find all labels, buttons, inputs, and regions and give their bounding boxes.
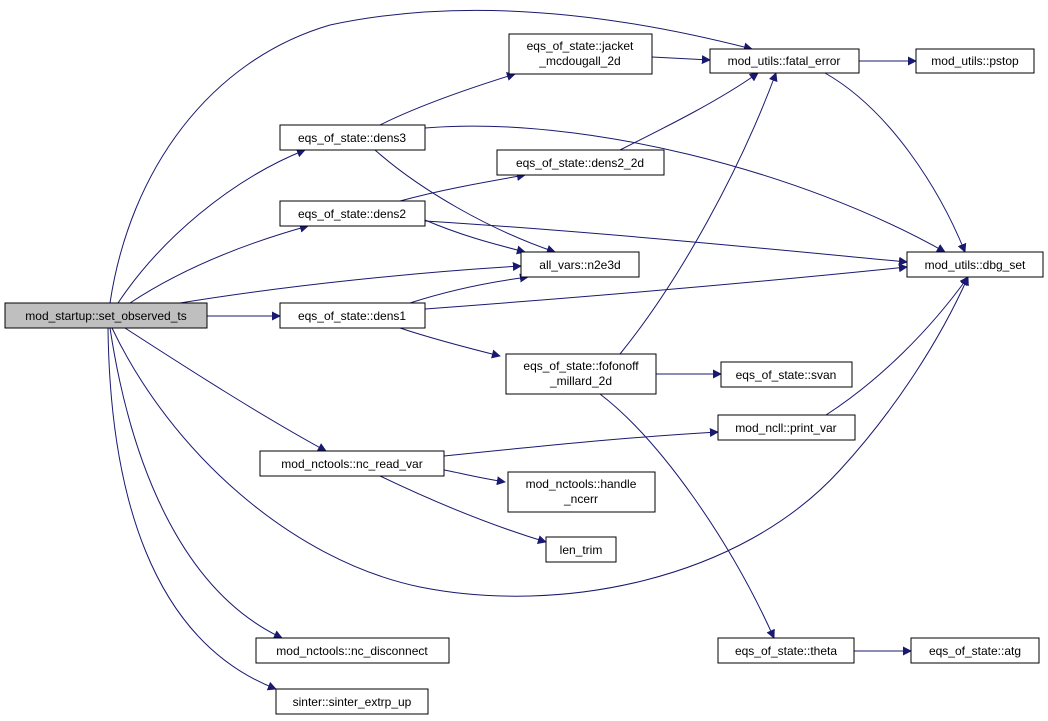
node-n2e3d[interactable]: all_vars::n2e3d bbox=[520, 251, 640, 278]
node-fatal-error[interactable]: mod_utils::fatal_error bbox=[709, 48, 860, 74]
node-label: eqs_of_state::dens3 bbox=[298, 131, 406, 145]
edge-dens3-to-n2e3d bbox=[374, 149, 556, 254]
edge-dens1-to-dbg-set bbox=[424, 263, 908, 310]
node-pstop[interactable]: mod_utils::pstop bbox=[915, 48, 1035, 74]
node-len-trim[interactable]: len_trim bbox=[545, 536, 617, 563]
edge-set-observed-ts-to-sinter-extrp-up bbox=[107, 327, 277, 691]
node-jacket-mcdougall-2d[interactable]: eqs_of_state::jacket _mcdougall_2d bbox=[508, 33, 653, 75]
edge-set-observed-ts-to-nc-disconnect bbox=[109, 327, 283, 639]
node-label: _millard_2d bbox=[549, 374, 612, 388]
node-fofonoff-millard-2d[interactable]: eqs_of_state::fofonoff _millard_2d bbox=[505, 353, 657, 395]
node-set-observed-ts[interactable]: mod_startup::set_observed_ts bbox=[4, 302, 208, 329]
node-dens1[interactable]: eqs_of_state::dens1 bbox=[279, 302, 426, 329]
node-label: mod_startup::set_observed_ts bbox=[25, 309, 186, 323]
edge-dens2-to-dbg-set bbox=[424, 220, 908, 266]
node-label: _mcdougall_2d bbox=[538, 54, 620, 68]
edge-jacket-to-fatal-error bbox=[651, 55, 711, 65]
node-label: mod_utils::fatal_error bbox=[728, 54, 841, 68]
edge-set-observed-ts-to-dbg-set bbox=[111, 276, 969, 597]
node-label: eqs_of_state::dens2_2d bbox=[516, 156, 644, 170]
node-nc-read-var[interactable]: mod_nctools::nc_read_var bbox=[259, 450, 445, 477]
node-label: eqs_of_state::atg bbox=[929, 644, 1021, 658]
edge-nc-read-var-to-handle-ncerr bbox=[443, 469, 506, 486]
node-label: _ncerr bbox=[563, 492, 598, 506]
node-label: mod_nctools::nc_disconnect bbox=[276, 644, 428, 658]
node-nc-disconnect[interactable]: mod_nctools::nc_disconnect bbox=[255, 637, 450, 664]
edge-nc-read-var-to-print-var bbox=[443, 427, 719, 457]
edge-dens3-to-jacket bbox=[379, 72, 516, 126]
edge-dens1-to-fofonoff bbox=[399, 327, 501, 359]
node-dens2-2d[interactable]: eqs_of_state::dens2_2d bbox=[496, 149, 665, 176]
edge-dens1-to-n2e3d bbox=[409, 273, 529, 304]
node-label: sinter::sinter_extrp_up bbox=[293, 695, 412, 709]
node-label: mod_nctools::handle bbox=[526, 477, 637, 491]
edge-dens2-to-dens2-2d bbox=[399, 171, 526, 202]
node-label: eqs_of_state::jacket bbox=[527, 39, 634, 53]
node-label: len_trim bbox=[560, 543, 603, 557]
node-print-var[interactable]: mod_ncll::print_var bbox=[717, 414, 856, 441]
edge-dens2-2d-to-fatal-error bbox=[619, 72, 759, 151]
node-label: mod_ncll::print_var bbox=[735, 421, 836, 435]
edge-dens3-to-dbg-set bbox=[424, 125, 946, 253]
node-label: mod_utils::pstop bbox=[931, 54, 1019, 68]
edges bbox=[107, 9, 969, 691]
node-handle-ncerr[interactable]: mod_nctools::handle _ncerr bbox=[507, 471, 656, 513]
node-theta[interactable]: eqs_of_state::theta bbox=[717, 637, 855, 664]
node-label: eqs_of_state::fofonoff bbox=[523, 359, 639, 373]
node-dens3[interactable]: eqs_of_state::dens3 bbox=[279, 124, 426, 151]
edge-set-observed-ts-to-dens3 bbox=[117, 148, 306, 304]
edge-fofonoff-to-theta bbox=[599, 393, 775, 639]
edge-set-observed-ts-to-nc-read-var bbox=[124, 327, 327, 452]
node-label: mod_utils::dbg_set bbox=[925, 258, 1026, 272]
edge-set-observed-ts-to-dens2 bbox=[129, 223, 309, 304]
edge-fofonoff-to-fatal-error bbox=[619, 72, 778, 355]
node-svan[interactable]: eqs_of_state::svan bbox=[720, 361, 853, 388]
edge-set-observed-ts-to-n2e3d bbox=[179, 261, 522, 304]
edge-fatal-error-to-dbg-set bbox=[824, 72, 967, 253]
edge-set-observed-ts-to-fatal-error bbox=[109, 9, 753, 304]
node-dbg-set[interactable]: mod_utils::dbg_set bbox=[906, 251, 1044, 278]
node-label: eqs_of_state::dens2 bbox=[298, 207, 406, 221]
node-label: eqs_of_state::svan bbox=[736, 368, 837, 382]
node-label: eqs_of_state::theta bbox=[735, 644, 837, 658]
node-label: mod_nctools::nc_read_var bbox=[281, 457, 422, 471]
node-label: eqs_of_state::dens1 bbox=[298, 309, 406, 323]
node-sinter-extrp-up[interactable]: sinter::sinter_extrp_up bbox=[275, 688, 429, 715]
node-label: all_vars::n2e3d bbox=[539, 258, 620, 272]
node-atg[interactable]: eqs_of_state::atg bbox=[910, 637, 1040, 664]
edge-dens2-to-n2e3d bbox=[424, 219, 526, 255]
node-dens2[interactable]: eqs_of_state::dens2 bbox=[279, 200, 426, 227]
edge-print-var-to-dbg-set bbox=[825, 276, 969, 416]
edge-nc-read-var-to-len-trim bbox=[379, 475, 547, 544]
